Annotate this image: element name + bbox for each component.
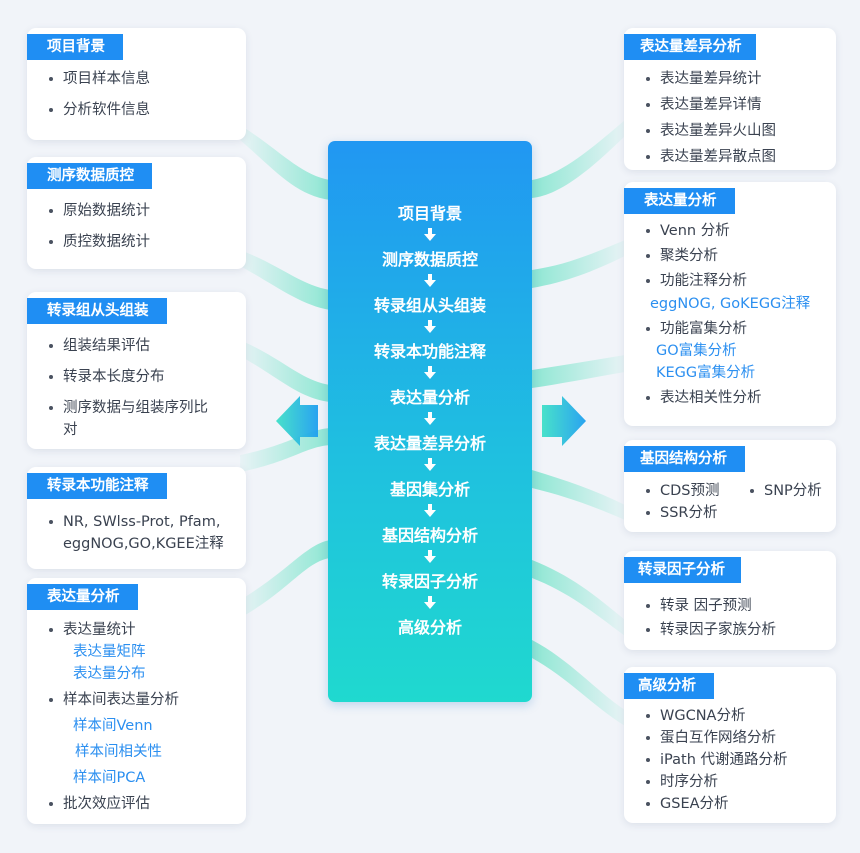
card-title: 表达量差异分析	[624, 34, 756, 60]
pipeline-step: 高级分析	[397, 618, 462, 637]
list-item: 表达量差异散点图	[644, 146, 826, 168]
list-item: 功能富集分析 GO富集分析 KEGG富集分析	[644, 318, 826, 384]
card-transcription-factor: 转录因子分析 转录 因子预测 转录因子家族分析	[624, 551, 836, 650]
pipeline-step: 转录组从头组装	[373, 296, 486, 315]
ribbon-left-3	[240, 340, 330, 402]
list-item: 项目样本信息	[47, 68, 236, 90]
sub-item: 样本间相关性	[75, 744, 162, 760]
list-item: 蛋白互作网络分析	[644, 727, 826, 749]
list-item: 表达相关性分析	[644, 387, 826, 409]
list-item: GSEA分析	[644, 793, 826, 815]
down-arrow-icon	[424, 596, 436, 609]
card-project-background: 项目背景 项目样本信息 分析软件信息	[27, 28, 246, 140]
card-expression-analysis-left: 表达量分析 表达量统计 表达量矩阵 表达量分布 样本间表达量分析 样本间Venn…	[27, 578, 246, 824]
list-item: 批次效应评估	[47, 793, 236, 815]
list-item: SNP分析	[748, 480, 822, 502]
pipeline-step: 基因集分析	[389, 480, 470, 499]
down-arrow-icon	[424, 550, 436, 563]
list-item: iPath 代谢通路分析	[644, 749, 826, 771]
card-title: 表达量分析	[27, 584, 138, 610]
list-item: 表达量统计 表达量矩阵 表达量分布	[47, 619, 236, 685]
sub-item: GO富集分析	[656, 343, 737, 359]
list-item: 时序分析	[644, 771, 826, 793]
list-item: 表达量差异火山图	[644, 120, 826, 142]
list-item: 质控数据统计	[47, 231, 236, 253]
ribbon-right-4	[532, 470, 625, 520]
list-item: 聚类分析	[644, 245, 826, 267]
list-item: 转录本长度分布	[47, 366, 236, 388]
pipeline-step: 表达量差异分析	[373, 434, 486, 453]
card-advanced-analysis: 高级分析 WGCNA分析 蛋白互作网络分析 iPath 代谢通路分析 时序分析 …	[624, 667, 836, 823]
card-title: 转录因子分析	[624, 557, 741, 583]
list-item: 功能注释分析 eggNOG, GoKEGG注释	[644, 270, 826, 315]
pipeline-step: 表达量分析	[389, 388, 470, 407]
list-item: 组装结果评估	[47, 335, 236, 357]
down-arrow-icon	[424, 228, 436, 241]
card-transcript-annotation: 转录本功能注释 NR, SWlss-Prot, Pfam, eggNOG,GO,…	[27, 467, 246, 569]
sub-item: KEGG富集分析	[656, 365, 756, 381]
list-item: 表达量差异详情	[644, 94, 826, 116]
card-title: 基因结构分析	[624, 446, 745, 472]
card-gene-structure: 基因结构分析 CDS预测 SNP分析 SSR分析	[624, 440, 836, 532]
card-title: 高级分析	[624, 673, 714, 699]
card-sequencing-qc: 测序数据质控 原始数据统计 质控数据统计	[27, 157, 246, 269]
list-item: NR, SWlss-Prot, Pfam, eggNOG,GO,KGEE注释	[47, 511, 243, 555]
list-item: SSR分析	[644, 502, 717, 524]
down-arrow-icon	[424, 504, 436, 517]
ribbon-left-5	[240, 540, 330, 618]
list-item: 测序数据与组装序列比对	[47, 397, 213, 441]
card-title: 转录本功能注释	[27, 473, 167, 499]
list-item: CDS预测	[644, 480, 720, 502]
sub-item: 表达量分布	[73, 666, 146, 682]
sub-item: 样本间PCA	[73, 770, 146, 786]
down-arrow-icon	[424, 320, 436, 333]
list-item: 转录 因子预测	[644, 595, 826, 617]
pipeline-step: 转录本功能注释	[373, 342, 486, 361]
sub-item: 表达量矩阵	[73, 644, 146, 660]
ribbon-right-1	[532, 120, 625, 198]
card-expression-analysis-right: 表达量分析 Venn 分析 聚类分析 功能注释分析 eggNOG, GoKEGG…	[624, 182, 836, 426]
pipeline-panel: 项目背景 测序数据质控 转录组从头组装 转录本功能注释 表达量分析 表达量差异分…	[328, 141, 532, 702]
pipeline-step: 测序数据质控	[381, 250, 478, 269]
pipeline-step: 基因结构分析	[381, 526, 478, 545]
card-title: 测序数据质控	[27, 163, 152, 189]
ribbon-left-4	[240, 428, 330, 472]
ribbon-right-6	[532, 640, 625, 726]
list-item: 转录因子家族分析	[644, 619, 826, 641]
list-item: WGCNA分析	[644, 705, 826, 727]
ribbon-left-2	[240, 250, 330, 310]
card-title: 转录组从头组装	[27, 298, 167, 324]
card-differential-expression: 表达量差异分析 表达量差异统计 表达量差异详情 表达量差异火山图 表达量差异散点…	[624, 28, 836, 170]
ribbon-right-5	[532, 560, 625, 636]
card-title: 表达量分析	[624, 188, 735, 214]
down-arrow-icon	[424, 274, 436, 287]
sub-item: eggNOG, GoKEGG注释	[650, 296, 811, 312]
down-arrow-icon	[424, 366, 436, 379]
card-denovo-assembly: 转录组从头组装 组装结果评估 转录本长度分布 测序数据与组装序列比对	[27, 292, 246, 449]
pipeline-step: 转录因子分析	[381, 572, 478, 591]
list-item: 样本间表达量分析 样本间Venn 样本间相关性 样本间PCA	[47, 689, 236, 789]
ribbon-left-1	[240, 125, 330, 200]
sub-item: 样本间Venn	[73, 718, 153, 734]
ribbon-right-2	[532, 240, 625, 288]
list-item: 原始数据统计	[47, 200, 236, 222]
list-item: 分析软件信息	[47, 99, 236, 121]
right-arrow-icon	[542, 396, 586, 446]
left-arrow-icon	[276, 396, 318, 446]
list-item: Venn 分析	[644, 220, 826, 242]
list-item: 表达量差异统计	[644, 68, 826, 90]
down-arrow-icon	[424, 412, 436, 425]
pipeline-step: 项目背景	[397, 204, 462, 223]
card-title: 项目背景	[27, 34, 123, 60]
ribbon-right-3	[532, 355, 625, 388]
down-arrow-icon	[424, 458, 436, 471]
